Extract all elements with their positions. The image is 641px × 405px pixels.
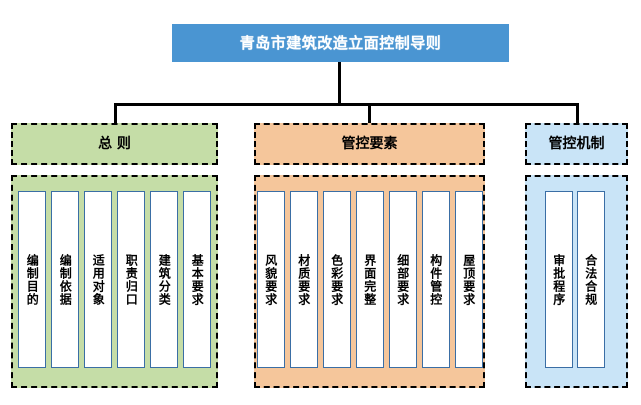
- list-item[interactable]: 编制目的: [18, 191, 46, 368]
- column-label: 构件管控: [428, 253, 443, 306]
- diagram-title-box: 青岛市建筑改造立面控制导则: [172, 24, 509, 62]
- list-item[interactable]: 屋顶要求: [454, 191, 483, 368]
- column-label: 细部要求: [395, 253, 410, 306]
- column-label: 合法合规: [583, 253, 598, 306]
- column-group-general: 编制目的 编制依据 适用对象 职责归口 建筑分类 基本要求: [18, 191, 211, 368]
- column-group-mechanism: 审批程序 合法合规: [544, 191, 609, 368]
- section-header-general: 总 则: [11, 123, 218, 165]
- list-item[interactable]: 合法合规: [576, 191, 605, 368]
- connector-branch-general: [114, 103, 117, 124]
- column-label: 编制依据: [58, 253, 73, 306]
- section-body-elements: 风貌要求 材质要求 色彩要求 界面完整 细部要求 构件管控 屋顶要求: [254, 175, 485, 388]
- column-label: 色彩要求: [329, 253, 344, 306]
- connector-root-vertical: [338, 62, 341, 105]
- connector-horizontal-bus: [114, 103, 579, 106]
- column-label: 界面完整: [362, 253, 377, 306]
- list-item[interactable]: 审批程序: [544, 191, 573, 368]
- column-label: 职责归口: [124, 253, 139, 306]
- list-item[interactable]: 建筑分类: [150, 191, 178, 368]
- list-item[interactable]: 构件管控: [421, 191, 450, 368]
- list-item[interactable]: 材质要求: [289, 191, 318, 368]
- list-item[interactable]: 基本要求: [183, 191, 211, 368]
- list-item[interactable]: 界面完整: [355, 191, 384, 368]
- section-header-elements: 管控要素: [254, 123, 485, 165]
- section-body-mechanism: 审批程序 合法合规: [525, 175, 628, 388]
- column-label: 屋顶要求: [461, 253, 476, 306]
- section-header-label-mechanism: 管控机制: [548, 136, 605, 152]
- list-item[interactable]: 风貌要求: [256, 191, 285, 368]
- column-label: 基本要求: [190, 253, 205, 306]
- list-item[interactable]: 适用对象: [84, 191, 112, 368]
- column-group-elements: 风貌要求 材质要求 色彩要求 界面完整 细部要求 构件管控 屋顶要求: [256, 191, 483, 368]
- column-label: 审批程序: [551, 253, 566, 306]
- list-item[interactable]: 编制依据: [51, 191, 79, 368]
- column-label: 建筑分类: [157, 253, 172, 306]
- section-header-mechanism: 管控机制: [525, 123, 628, 165]
- section-header-label-elements: 管控要素: [341, 136, 398, 152]
- section-header-label-general: 总 则: [98, 136, 131, 152]
- connector-branch-mechanism: [576, 103, 579, 124]
- connector-branch-elements: [368, 103, 371, 124]
- section-body-general: 编制目的 编制依据 适用对象 职责归口 建筑分类 基本要求: [11, 175, 218, 388]
- page-title: 青岛市建筑改造立面控制导则: [239, 33, 442, 52]
- list-item[interactable]: 色彩要求: [322, 191, 351, 368]
- column-label: 适用对象: [91, 253, 106, 306]
- column-label: 风貌要求: [263, 253, 278, 306]
- column-label: 编制目的: [25, 253, 40, 306]
- list-item[interactable]: 职责归口: [117, 191, 145, 368]
- column-label: 材质要求: [296, 253, 311, 306]
- list-item[interactable]: 细部要求: [388, 191, 417, 368]
